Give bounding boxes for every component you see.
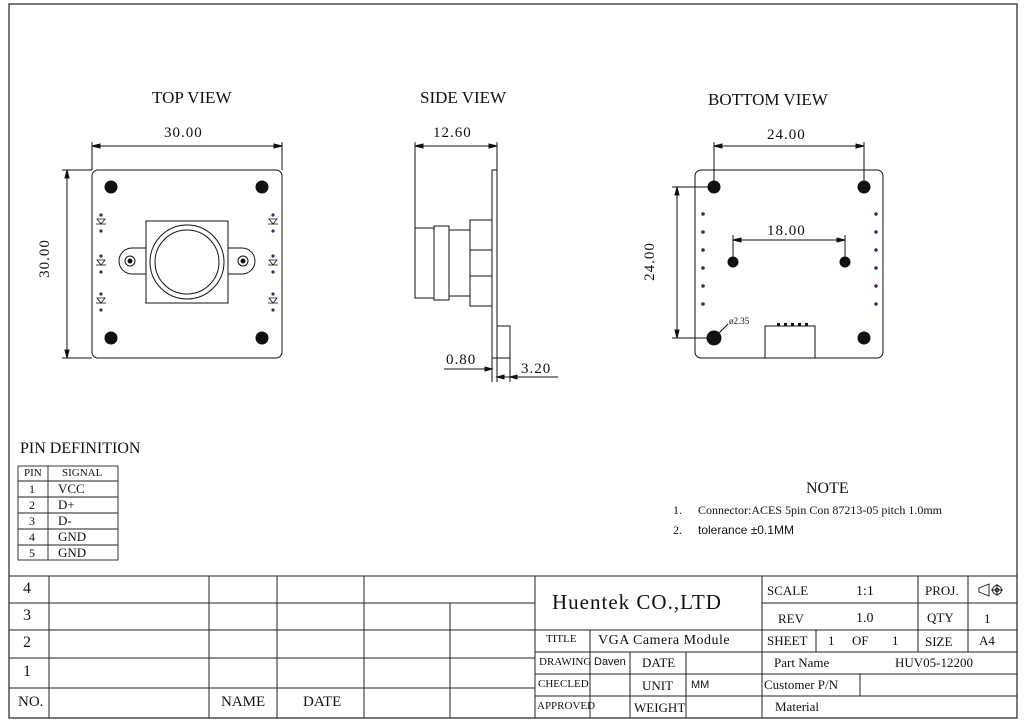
scale-value: 1:1 [856, 584, 874, 599]
note-text: Connector:ACES 5pin Con 87213-05 pitch 1… [698, 503, 942, 517]
pin-number: 1 [29, 482, 35, 496]
note-title: NOTE [806, 480, 849, 497]
qty-value: 1 [984, 611, 991, 626]
bottom-view-hole-dim: ø2.35 [729, 316, 750, 326]
scale-label: SCALE [767, 583, 809, 598]
pin-number: 4 [29, 530, 35, 544]
size-value: A4 [979, 633, 995, 648]
part-name-label: Part Name [774, 655, 830, 670]
title-label: TITLE [546, 633, 577, 645]
approved-label: APPROVED [537, 700, 596, 712]
pin-header-pin: PIN [24, 467, 42, 479]
bottom-view-title: BOTTOM VIEW [708, 90, 828, 109]
part-name-value: HUV05-12200 [895, 655, 973, 670]
drawing-frame [8, 3, 1018, 719]
side-view-drawing [414, 142, 558, 382]
pin-number: 5 [29, 546, 35, 560]
qty-label: QTY [927, 610, 954, 625]
top-view-title: TOP VIEW [152, 88, 232, 107]
pin-signal: D- [58, 513, 72, 528]
side-view-board-dim: 0.80 [446, 352, 477, 368]
side-view-connector-dim: 3.20 [521, 361, 552, 377]
bottom-view-drawing [672, 142, 884, 359]
drawing-value: Daven [594, 656, 626, 668]
pin-number: 3 [29, 514, 35, 528]
title-block-grid [9, 575, 1017, 718]
bottom-view-inner-dim: 18.00 [767, 223, 806, 239]
rev-row-label: 2 [23, 634, 31, 651]
rev-row-label: 4 [23, 580, 31, 597]
sheet-label: SHEET [767, 633, 808, 648]
material-label: Material [775, 699, 820, 714]
pin-definition-title: PIN DEFINITION [20, 440, 141, 457]
pin-table-grid [17, 465, 119, 561]
pin-signal: GND [58, 545, 87, 560]
weight-label: WEIGHT [634, 700, 686, 715]
title-value: VGA Camera Module [598, 633, 731, 648]
rev-header-date: DATE [303, 694, 342, 710]
rev-value: 1.0 [856, 611, 874, 626]
of-label: OF [852, 633, 869, 648]
sheet-value: 1 [828, 633, 835, 648]
side-view-title: SIDE VIEW [420, 88, 507, 107]
unit-label: UNIT [642, 678, 674, 693]
of-value: 1 [892, 633, 899, 648]
projection-symbol-icon [978, 583, 1003, 597]
pin-signal: D+ [58, 497, 75, 512]
note-number: 2. [673, 523, 682, 537]
top-view-height-dim: 30.00 [36, 239, 53, 278]
customer-pn-label: Customer P/N [764, 677, 839, 692]
size-label: SIZE [925, 634, 953, 649]
bottom-view-outer-dim: 24.00 [767, 127, 806, 143]
rev-header-name: NAME [221, 694, 266, 710]
unit-value: MM [691, 679, 710, 691]
note-number: 1. [673, 503, 682, 517]
company-name: Huentek CO.,LTD [552, 590, 722, 614]
note-text: tolerance ±0.1MM [698, 523, 794, 537]
rev-row-label: 3 [23, 607, 31, 624]
side-view-board [491, 169, 498, 359]
pin-header-signal: SIGNAL [62, 467, 103, 479]
top-view-board [91, 169, 283, 359]
rev-row-label: 1 [23, 663, 31, 680]
rev-label: REV [778, 611, 804, 626]
side-view-width-dim: 12.60 [433, 125, 472, 141]
bottom-view-height-dim: 24.00 [641, 242, 658, 281]
top-view-width-dim: 30.00 [164, 125, 203, 141]
pin-number: 2 [29, 498, 35, 512]
checked-label: CHECLED [538, 678, 589, 690]
bottom-view-board [694, 169, 884, 359]
date-label: DATE [642, 655, 676, 670]
pin-signal: VCC [58, 481, 85, 496]
pin-signal: GND [58, 529, 87, 544]
top-view-drawing [62, 142, 283, 359]
rev-header-no: NO. [18, 694, 44, 710]
proj-label: PROJ. [925, 583, 959, 598]
drawing-label: DRAWING [539, 656, 592, 668]
